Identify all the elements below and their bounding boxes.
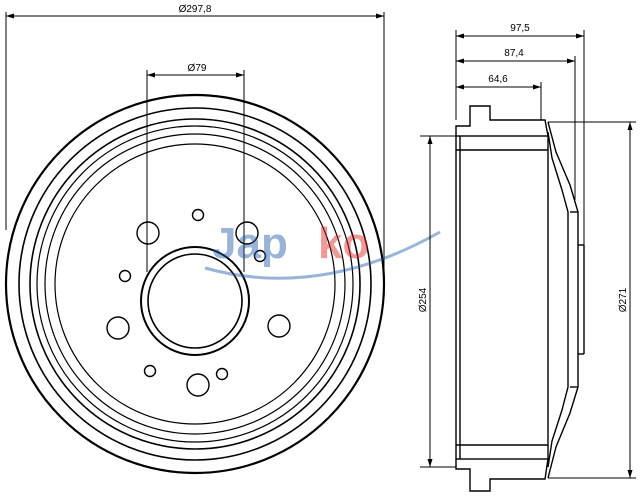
watermark-logo: Jap ko xyxy=(204,219,441,280)
bolt-hole xyxy=(235,221,259,245)
small-hole xyxy=(215,367,229,381)
small-hole xyxy=(118,269,132,283)
bolt-hole xyxy=(267,314,291,338)
rim-ring-2 xyxy=(29,118,361,450)
rim-ring-5 xyxy=(54,143,336,425)
side-view xyxy=(455,105,585,492)
outer-diameter-label: Ø297,8 xyxy=(179,4,212,15)
hub-bore-outer xyxy=(140,246,250,356)
rim-ring-1 xyxy=(18,107,372,461)
bolt-hole xyxy=(106,316,130,340)
watermark-text-a: Jap xyxy=(212,219,288,268)
small-hole xyxy=(143,364,157,378)
height-total-label: 97,5 xyxy=(510,23,530,34)
small-holes xyxy=(118,208,267,381)
height-mid-label: 87,4 xyxy=(504,48,524,59)
watermark-text-b: ko xyxy=(318,219,369,268)
side-dimensions xyxy=(420,30,636,479)
hub-bore-inner xyxy=(147,253,243,349)
drum-body xyxy=(455,135,549,460)
front-view xyxy=(4,93,386,475)
front-dimensions xyxy=(5,12,385,276)
drum-inner-diameter-label: Ø254 xyxy=(418,287,429,312)
small-hole xyxy=(253,249,267,263)
bolt-hole xyxy=(136,221,160,245)
rim-ring-4 xyxy=(44,133,346,435)
bolt-holes xyxy=(106,221,291,397)
centre-bore-label: Ø79 xyxy=(188,63,207,74)
drum-outer-diameter-label: Ø271 xyxy=(618,287,629,312)
outer-rim-circle xyxy=(4,93,386,475)
height-inner-label: 64,6 xyxy=(488,74,508,85)
watermark-swoosh xyxy=(204,230,441,280)
small-hole xyxy=(191,208,205,222)
bolt-hole xyxy=(186,373,210,397)
rim-ring-3 xyxy=(36,125,354,443)
